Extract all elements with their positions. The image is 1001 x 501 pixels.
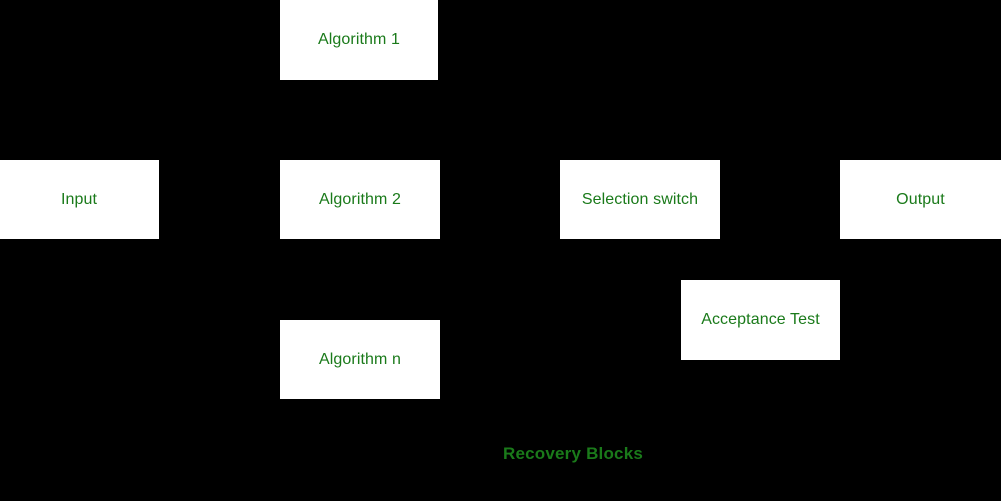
node-selection-switch[interactable]: Selection switch [560,160,720,239]
node-acceptance-test-label: Acceptance Test [701,311,820,329]
node-output[interactable]: Output [840,160,1001,239]
node-output-label: Output [896,190,945,208]
diagram-caption: Recovery Blocks [503,444,644,463]
node-input[interactable]: Input [0,160,159,239]
node-algorithm-n[interactable]: Algorithm n [280,320,440,399]
node-acceptance-test[interactable]: Acceptance Test [681,280,840,360]
node-algorithm-n-label: Algorithm n [318,350,402,368]
node-algorithm-1-label: Algorithm 1 [317,30,401,48]
node-algorithm-2-label: Algorithm 2 [318,190,402,208]
node-input-label: Input [60,190,98,208]
node-algorithm-2[interactable]: Algorithm 2 [280,160,440,239]
node-algorithm-1[interactable]: Algorithm 1 [280,0,438,80]
node-selection-switch-label: Selection switch [581,190,699,208]
